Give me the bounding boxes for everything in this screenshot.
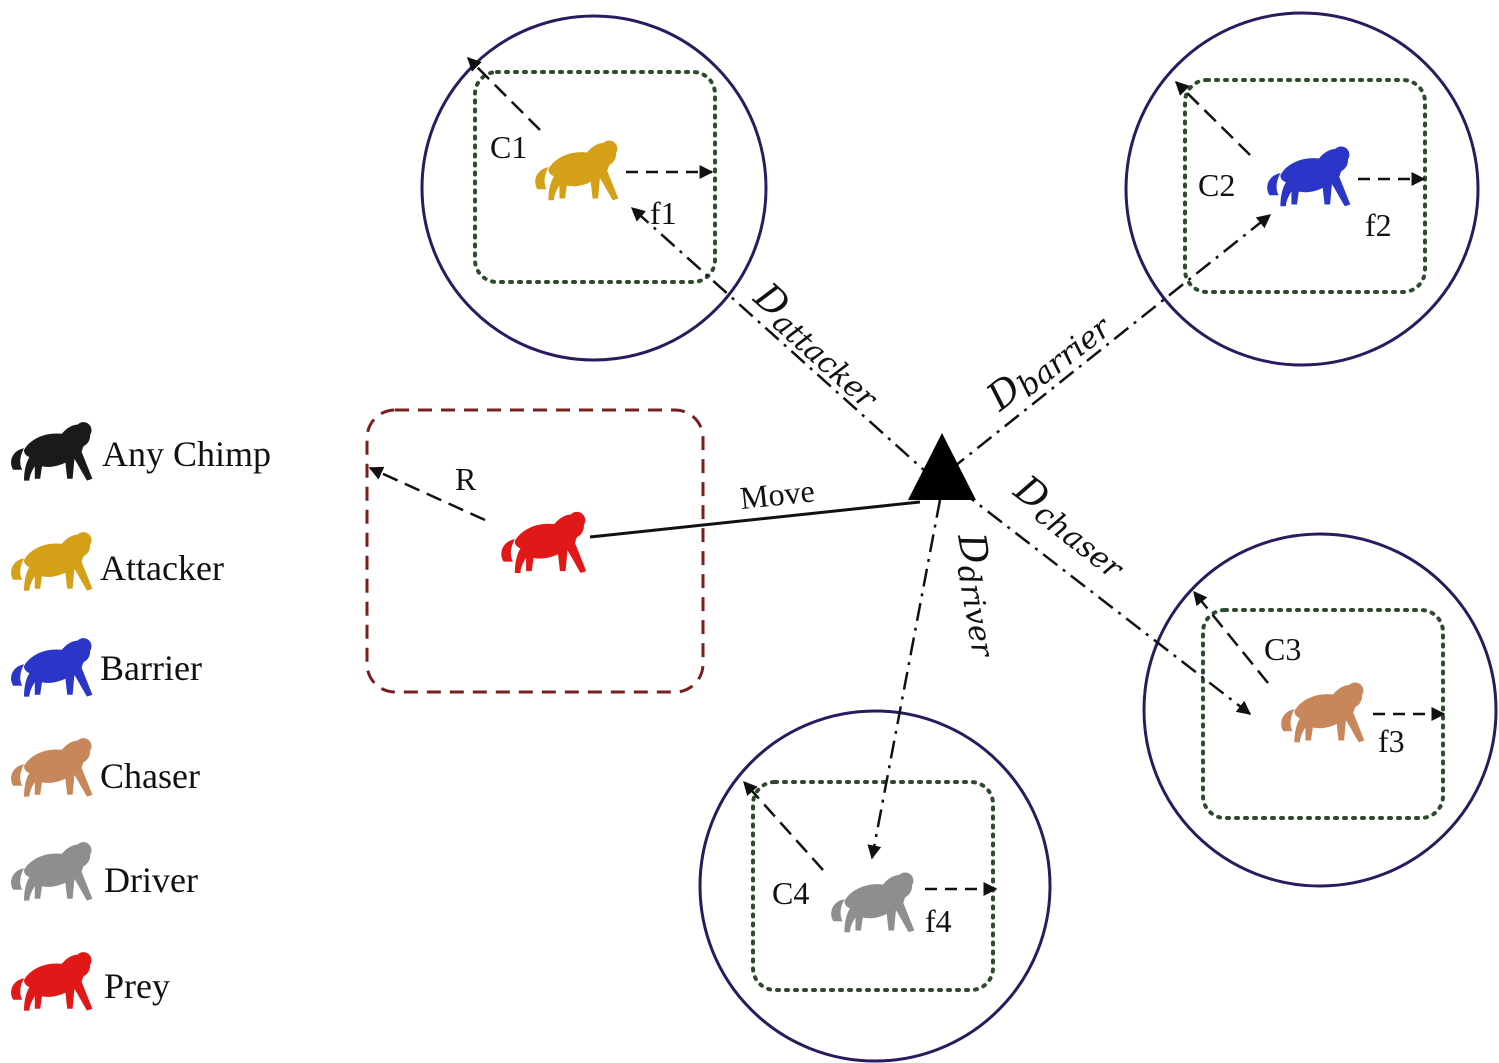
chaser-legend-icon — [11, 738, 93, 797]
legend-item-prey: Prey — [11, 952, 170, 1011]
legend: Any Chimp Attacker Barrier Chaser Driver… — [11, 422, 271, 1011]
f4-label: f4 — [925, 903, 952, 939]
d-driver-line — [867, 499, 942, 860]
f2-label: f2 — [1365, 207, 1392, 243]
driver-zone-circle — [698, 709, 1052, 1063]
c3-radius-arrow — [1193, 590, 1269, 684]
barrier-chimp-icon — [1267, 146, 1351, 207]
legend-label-driver: Driver — [104, 860, 198, 900]
d-attacker-label: Dattacker — [742, 273, 894, 417]
d-driver-label: Ddriver — [944, 529, 1014, 661]
d-chaser-line — [959, 489, 1252, 715]
legend-label-prey: Prey — [104, 966, 170, 1006]
leader-triangle — [908, 433, 976, 500]
prey-legend-icon — [11, 952, 93, 1011]
legend-label-attacker: Attacker — [100, 548, 224, 588]
driver-legend-icon — [11, 842, 93, 901]
f3-label: f3 — [1378, 723, 1405, 759]
legend-item-barrier: Barrier — [11, 638, 202, 697]
chaser-zone-circle — [1142, 532, 1498, 888]
barrier-zone-circle — [1124, 11, 1480, 367]
legend-label-barrier: Barrier — [100, 648, 202, 688]
chaser-search-box — [1201, 608, 1445, 820]
d-chaser-label: Dchaser — [1003, 466, 1139, 587]
move-label: Move — [738, 472, 816, 516]
attacker-chimp-icon — [535, 140, 619, 201]
c3-label: C3 — [1264, 631, 1301, 667]
driver-chimp-icon — [831, 872, 915, 933]
chaser-chimp-icon — [1281, 682, 1365, 743]
c2-label: C2 — [1198, 167, 1235, 203]
attacker-zone-circle — [420, 14, 768, 362]
c2-radius-arrow — [1175, 81, 1251, 156]
driver-search-box — [751, 780, 995, 992]
move-line — [589, 500, 921, 539]
prey-chimp-icon — [501, 511, 587, 573]
prey-radius-label: R — [455, 461, 477, 497]
any-chimp-icon — [11, 422, 93, 481]
f1-label: f1 — [650, 195, 677, 231]
prey-radius-arrow — [368, 466, 486, 522]
prey-range-box — [365, 408, 705, 694]
legend-item-driver: Driver — [11, 842, 198, 901]
c1-label: C1 — [490, 129, 527, 165]
attacker-search-box — [473, 70, 717, 284]
d-barrier-label: Dbarrier — [978, 298, 1119, 423]
legend-item-any-chimp: Any Chimp — [11, 422, 271, 481]
legend-label-any-chimp: Any Chimp — [102, 434, 271, 474]
legend-item-chaser: Chaser — [11, 738, 200, 797]
c1-radius-arrow — [467, 57, 541, 131]
barrier-search-box — [1183, 78, 1427, 294]
d-barrier-line — [949, 214, 1272, 471]
attacker-legend-icon — [11, 532, 93, 591]
legend-item-attacker: Attacker — [11, 532, 224, 591]
c4-radius-arrow — [743, 780, 824, 871]
legend-label-chaser: Chaser — [100, 756, 200, 796]
c4-label: C4 — [772, 875, 809, 911]
barrier-legend-icon — [11, 638, 93, 697]
